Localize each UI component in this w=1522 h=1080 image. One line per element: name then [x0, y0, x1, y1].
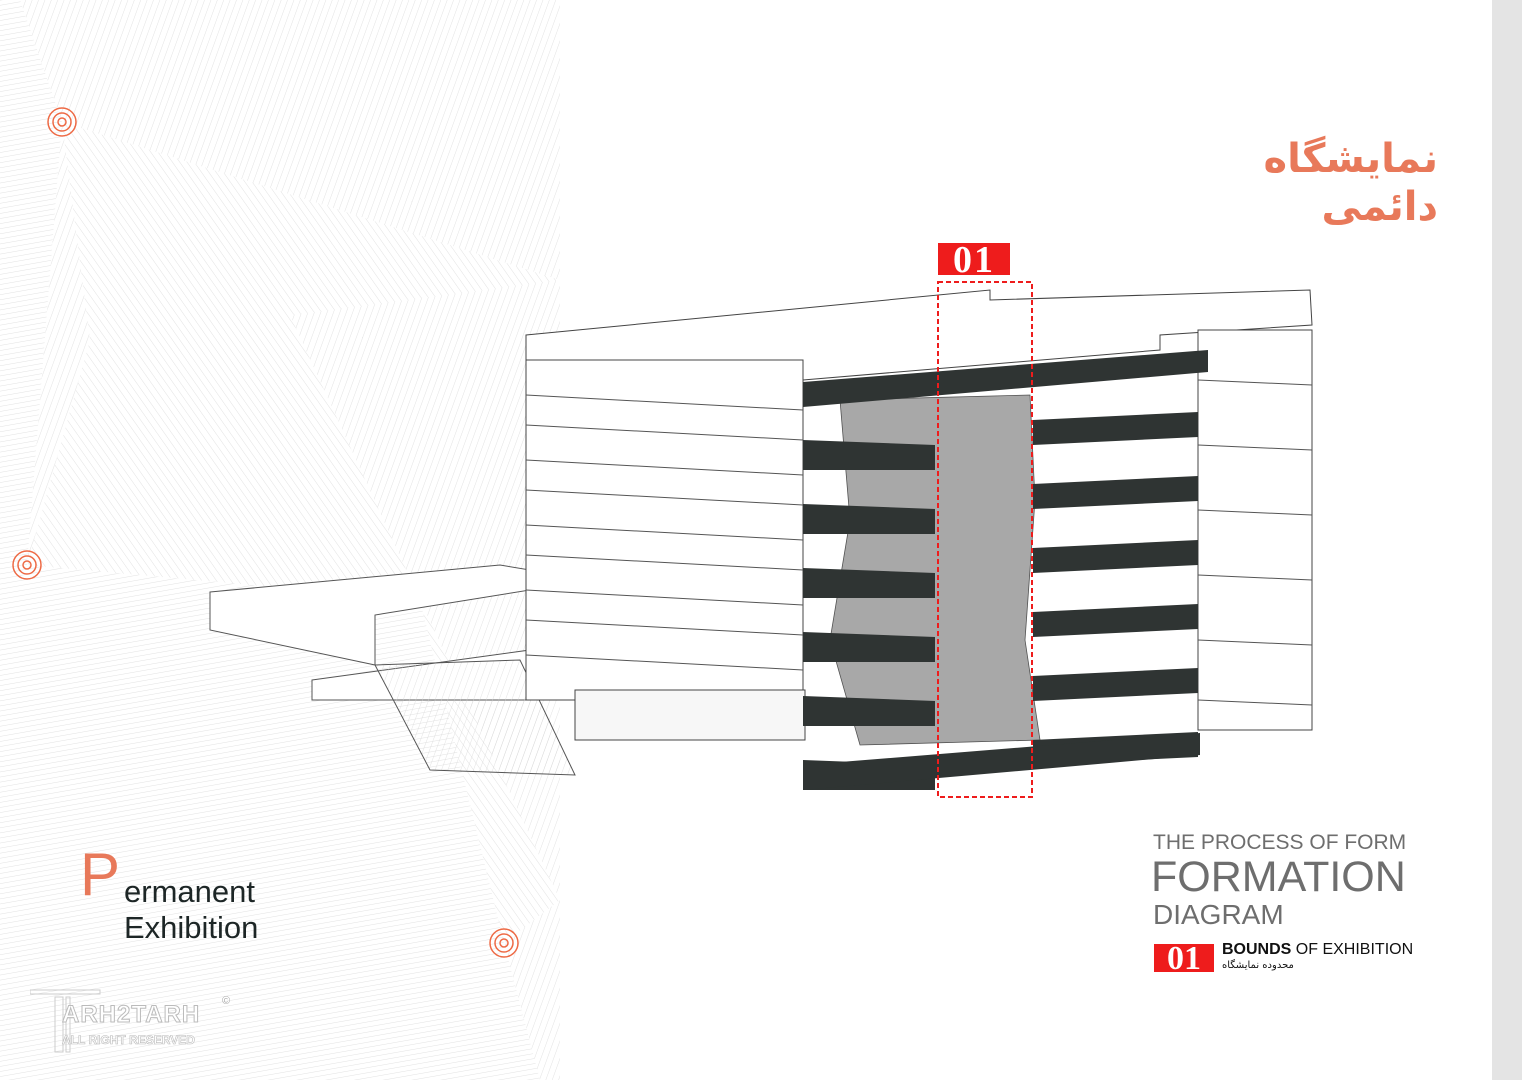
- floor-slabs: [803, 350, 1208, 790]
- side-title-initial: P: [80, 841, 121, 908]
- column-logo-icon: [29, 989, 101, 1053]
- floor-slab-right: [1033, 668, 1198, 701]
- persian-title: نمایشگاه دائمی: [1263, 136, 1438, 230]
- floor-slab-right: [1033, 476, 1198, 509]
- floor-slab-left: [803, 568, 935, 598]
- building-body: [525, 289, 1313, 741]
- watermark-logo: ARH2TARH ALL RIGHT RESERVED ©: [29, 985, 230, 1060]
- side-title-line1: ermanent: [124, 874, 255, 909]
- right-margin-strip: [1492, 0, 1522, 1080]
- floor-slab-left: [803, 440, 935, 470]
- ground-slab: [803, 733, 1200, 790]
- floor-slab-left: [803, 504, 935, 534]
- target-marker: [12, 107, 519, 958]
- floor-slab-left: [803, 632, 935, 662]
- exhibition-bounds-dashed: [937, 281, 1033, 798]
- floor-slab-right: [1033, 540, 1198, 573]
- floor-slab-right: [1033, 412, 1198, 445]
- side-title-line2: Exhibition: [124, 910, 259, 945]
- legend-line3: DIAGRAM: [1153, 899, 1284, 930]
- floor-slab-left: [803, 696, 935, 726]
- annex-terrace: [209, 564, 576, 776]
- legend-item-persian: محدوده نمایشگاه: [1222, 960, 1294, 971]
- copyright-mark: ©: [222, 995, 231, 1007]
- legend-item-label: BOUNDS OF EXHIBITION: [1222, 941, 1413, 959]
- legend-item-rest: OF EXHIBITION: [1291, 941, 1414, 958]
- legend-item-bold: BOUNDS: [1222, 941, 1292, 958]
- watermark-brand: ARH2TARH: [61, 1001, 201, 1029]
- watermark-rights: ALL RIGHT RESERVED: [62, 1033, 196, 1048]
- roof-slab: [803, 350, 1208, 407]
- floor-lines: [525, 379, 1313, 706]
- legend-line1: THE PROCESS OF FORM: [1153, 831, 1407, 854]
- hatched-polygon-background: [0, 0, 560, 1080]
- legend-item-number: 01: [1154, 944, 1214, 972]
- diagram-tag: 01: [938, 241, 1010, 279]
- floor-slab-right: [1033, 604, 1198, 637]
- legend-line2: FORMATION: [1151, 853, 1406, 901]
